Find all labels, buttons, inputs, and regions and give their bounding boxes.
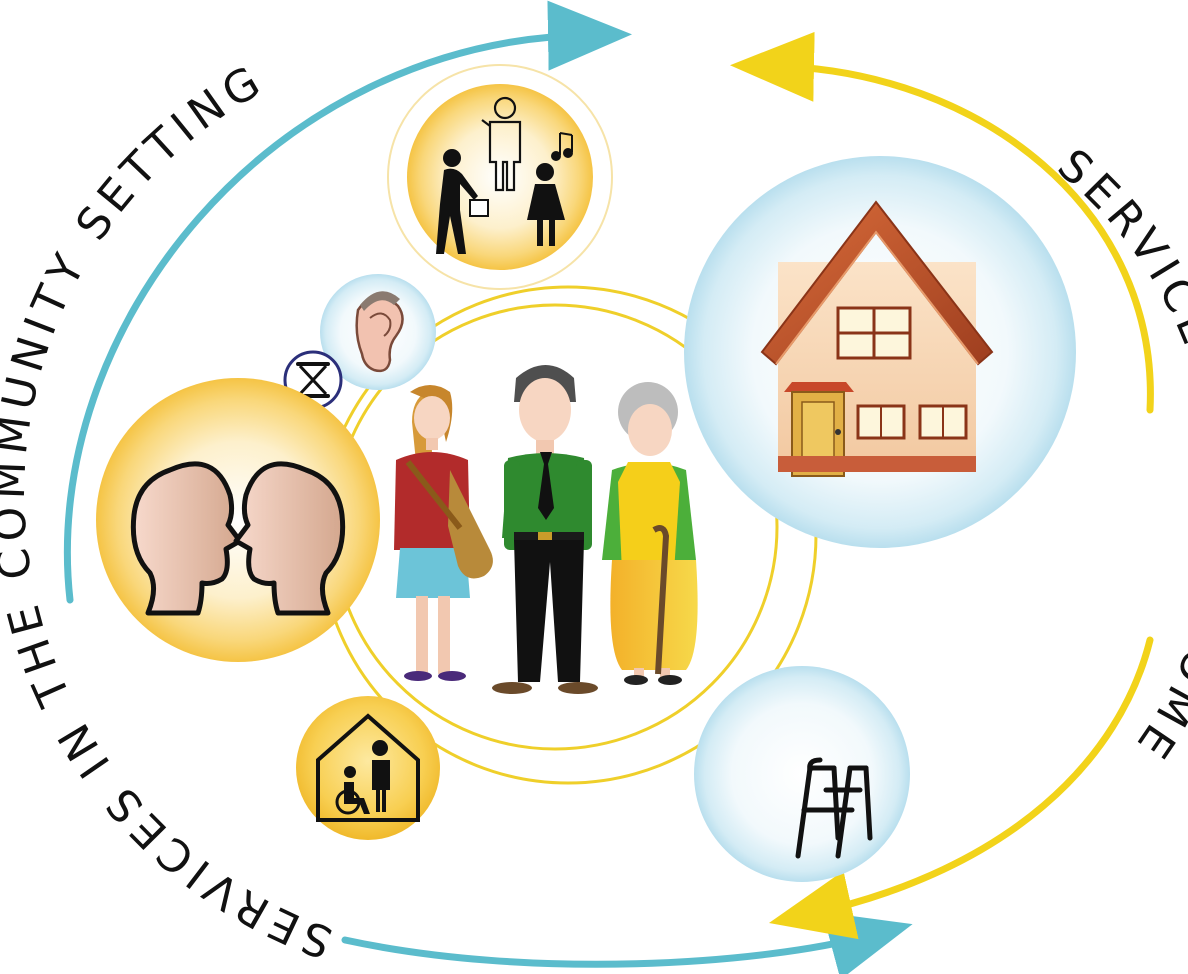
home-arc (730, 31, 1154, 414)
man-figure (492, 365, 598, 694)
house-icon (684, 156, 1076, 548)
conversation-heads-icon (96, 378, 380, 662)
home-arc-bottom (768, 636, 1154, 940)
people-activities-icon (387, 64, 613, 290)
home-label: SERVICES IN THE HOME (1048, 139, 1188, 771)
ear-icon (320, 274, 436, 390)
family-group-icon (394, 365, 698, 694)
community-arc-top (63, 0, 632, 604)
old-woman-figure (602, 382, 698, 685)
young-woman-figure (394, 385, 493, 681)
community-arc-bottom (341, 912, 913, 974)
walking-frame-icon (694, 666, 910, 882)
supported-living-icon (296, 696, 440, 840)
